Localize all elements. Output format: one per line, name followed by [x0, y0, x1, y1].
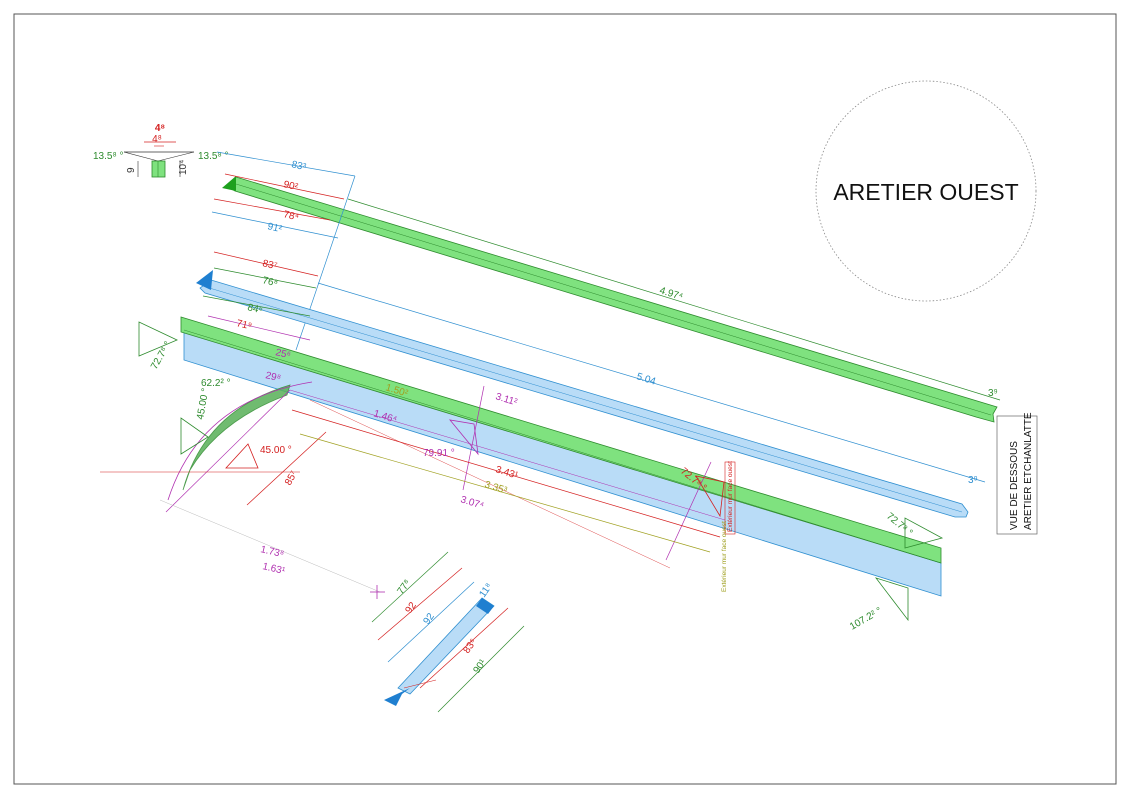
dim-b3-173: 1.73⁸ — [259, 544, 285, 560]
note-2: Extérieur mur face ouest — [721, 521, 728, 592]
sheet-frame — [13, 13, 1117, 785]
dim-b3-85: 85⁷ — [283, 469, 300, 488]
dim-b3-25: 25⁶ — [274, 347, 291, 361]
profile-bar — [151, 160, 166, 178]
dim-b2-83: 83⁷ — [261, 258, 278, 272]
view-label-1: VUE DE DESSOUS — [1009, 441, 1020, 530]
beam-1: 83³ 90² 78⁴ 91² 4.97⁴ 3⁹ — [211, 151, 1001, 423]
dim-b3-71: 71⁹ — [235, 318, 252, 332]
small-piece: 77⁸ 92 92 11⁸ 83⁶ 90¹ — [371, 551, 525, 713]
title-circle — [815, 80, 1037, 302]
dim-b2-len: 5.04 — [635, 371, 657, 387]
arc-7278a — [138, 321, 178, 357]
dim-b2-84: 84⁶ — [246, 302, 263, 316]
dim-b1-83: 83³ — [290, 159, 307, 173]
dim-b3-29: 29⁸ — [264, 370, 281, 384]
dim-top-4b: 4⁸ — [152, 134, 162, 145]
dim-sm-83: 83⁶ — [461, 637, 479, 656]
beam-2: 83⁷ 76⁸ 84⁶ 5.04 3⁹ — [196, 251, 986, 518]
angle-1072: 107.2² ° — [848, 606, 884, 633]
arc-45a — [180, 417, 209, 455]
note-box-1 — [724, 461, 736, 535]
view-label-box — [996, 415, 1038, 535]
dim-sm-11: 11⁸ — [477, 581, 494, 599]
angle-45b: 45.00 ° — [260, 445, 292, 456]
dim-b3-343: 3.43¹ — [494, 464, 520, 481]
arc-7278c — [904, 517, 944, 549]
view-label-2: ARETIER ETCHANLATTE — [1023, 412, 1034, 530]
angle-622: 62.2² ° — [201, 378, 231, 389]
arc-7991 — [449, 419, 479, 456]
dim-sm-92b: 92 — [421, 611, 437, 627]
dim-b1-90: 90² — [282, 179, 299, 193]
arc-45b — [225, 443, 259, 469]
dim-b2-76: 76⁸ — [261, 275, 278, 289]
arc-1072 — [874, 577, 909, 622]
note-1: Extérieur mur face ouest — [727, 461, 734, 532]
dim-top-4a: 4⁸ — [155, 123, 166, 134]
dim-b1-len: 4.97⁴ — [658, 285, 684, 302]
dim-b1-91: 91² — [266, 221, 283, 235]
dim-b3-335: 3.35³ — [483, 479, 509, 496]
dim-b3-7991: 79.91 ° — [423, 448, 455, 459]
beam-2-body — [199, 279, 969, 518]
dim-b3-311: 3.11² — [494, 391, 519, 408]
dim-h10: 10⁴ — [178, 160, 189, 175]
beam-3: Extérieur mur face ouest Extérieur mur f… — [100, 315, 944, 633]
dim-h9: 9 — [126, 167, 137, 173]
beam-3-green — [180, 316, 942, 564]
dim-sm-77: 77⁸ — [395, 578, 413, 597]
dim-b1-end: 3⁹ — [988, 388, 998, 399]
angle-left: 13.5⁸ ° — [93, 151, 123, 162]
angle-right: 13.5⁸ ° — [198, 151, 228, 162]
dim-sm-90: 90¹ — [471, 657, 489, 676]
angle-45a: 45.00 ° — [195, 387, 211, 420]
arc-7278b — [695, 475, 725, 518]
dim-b2-end: 3⁹ — [968, 475, 978, 486]
beam-3-curve — [182, 384, 291, 491]
dim-b3-307: 3.07⁴ — [459, 494, 485, 511]
dim-sm-92a: 92 — [403, 600, 419, 616]
small-piece-body — [397, 597, 495, 695]
profile-section: 4⁸ 4⁸ 13.5⁸ ° 13.5⁸ ° 9 10⁴ — [93, 123, 228, 178]
dim-b1-78: 78⁴ — [282, 209, 300, 223]
drawing-title: ARETIER OUEST — [833, 179, 1018, 205]
angle-7278a: 72.7⁸ ° — [149, 340, 174, 372]
dim-b3-163: 1.63¹ — [261, 561, 286, 577]
